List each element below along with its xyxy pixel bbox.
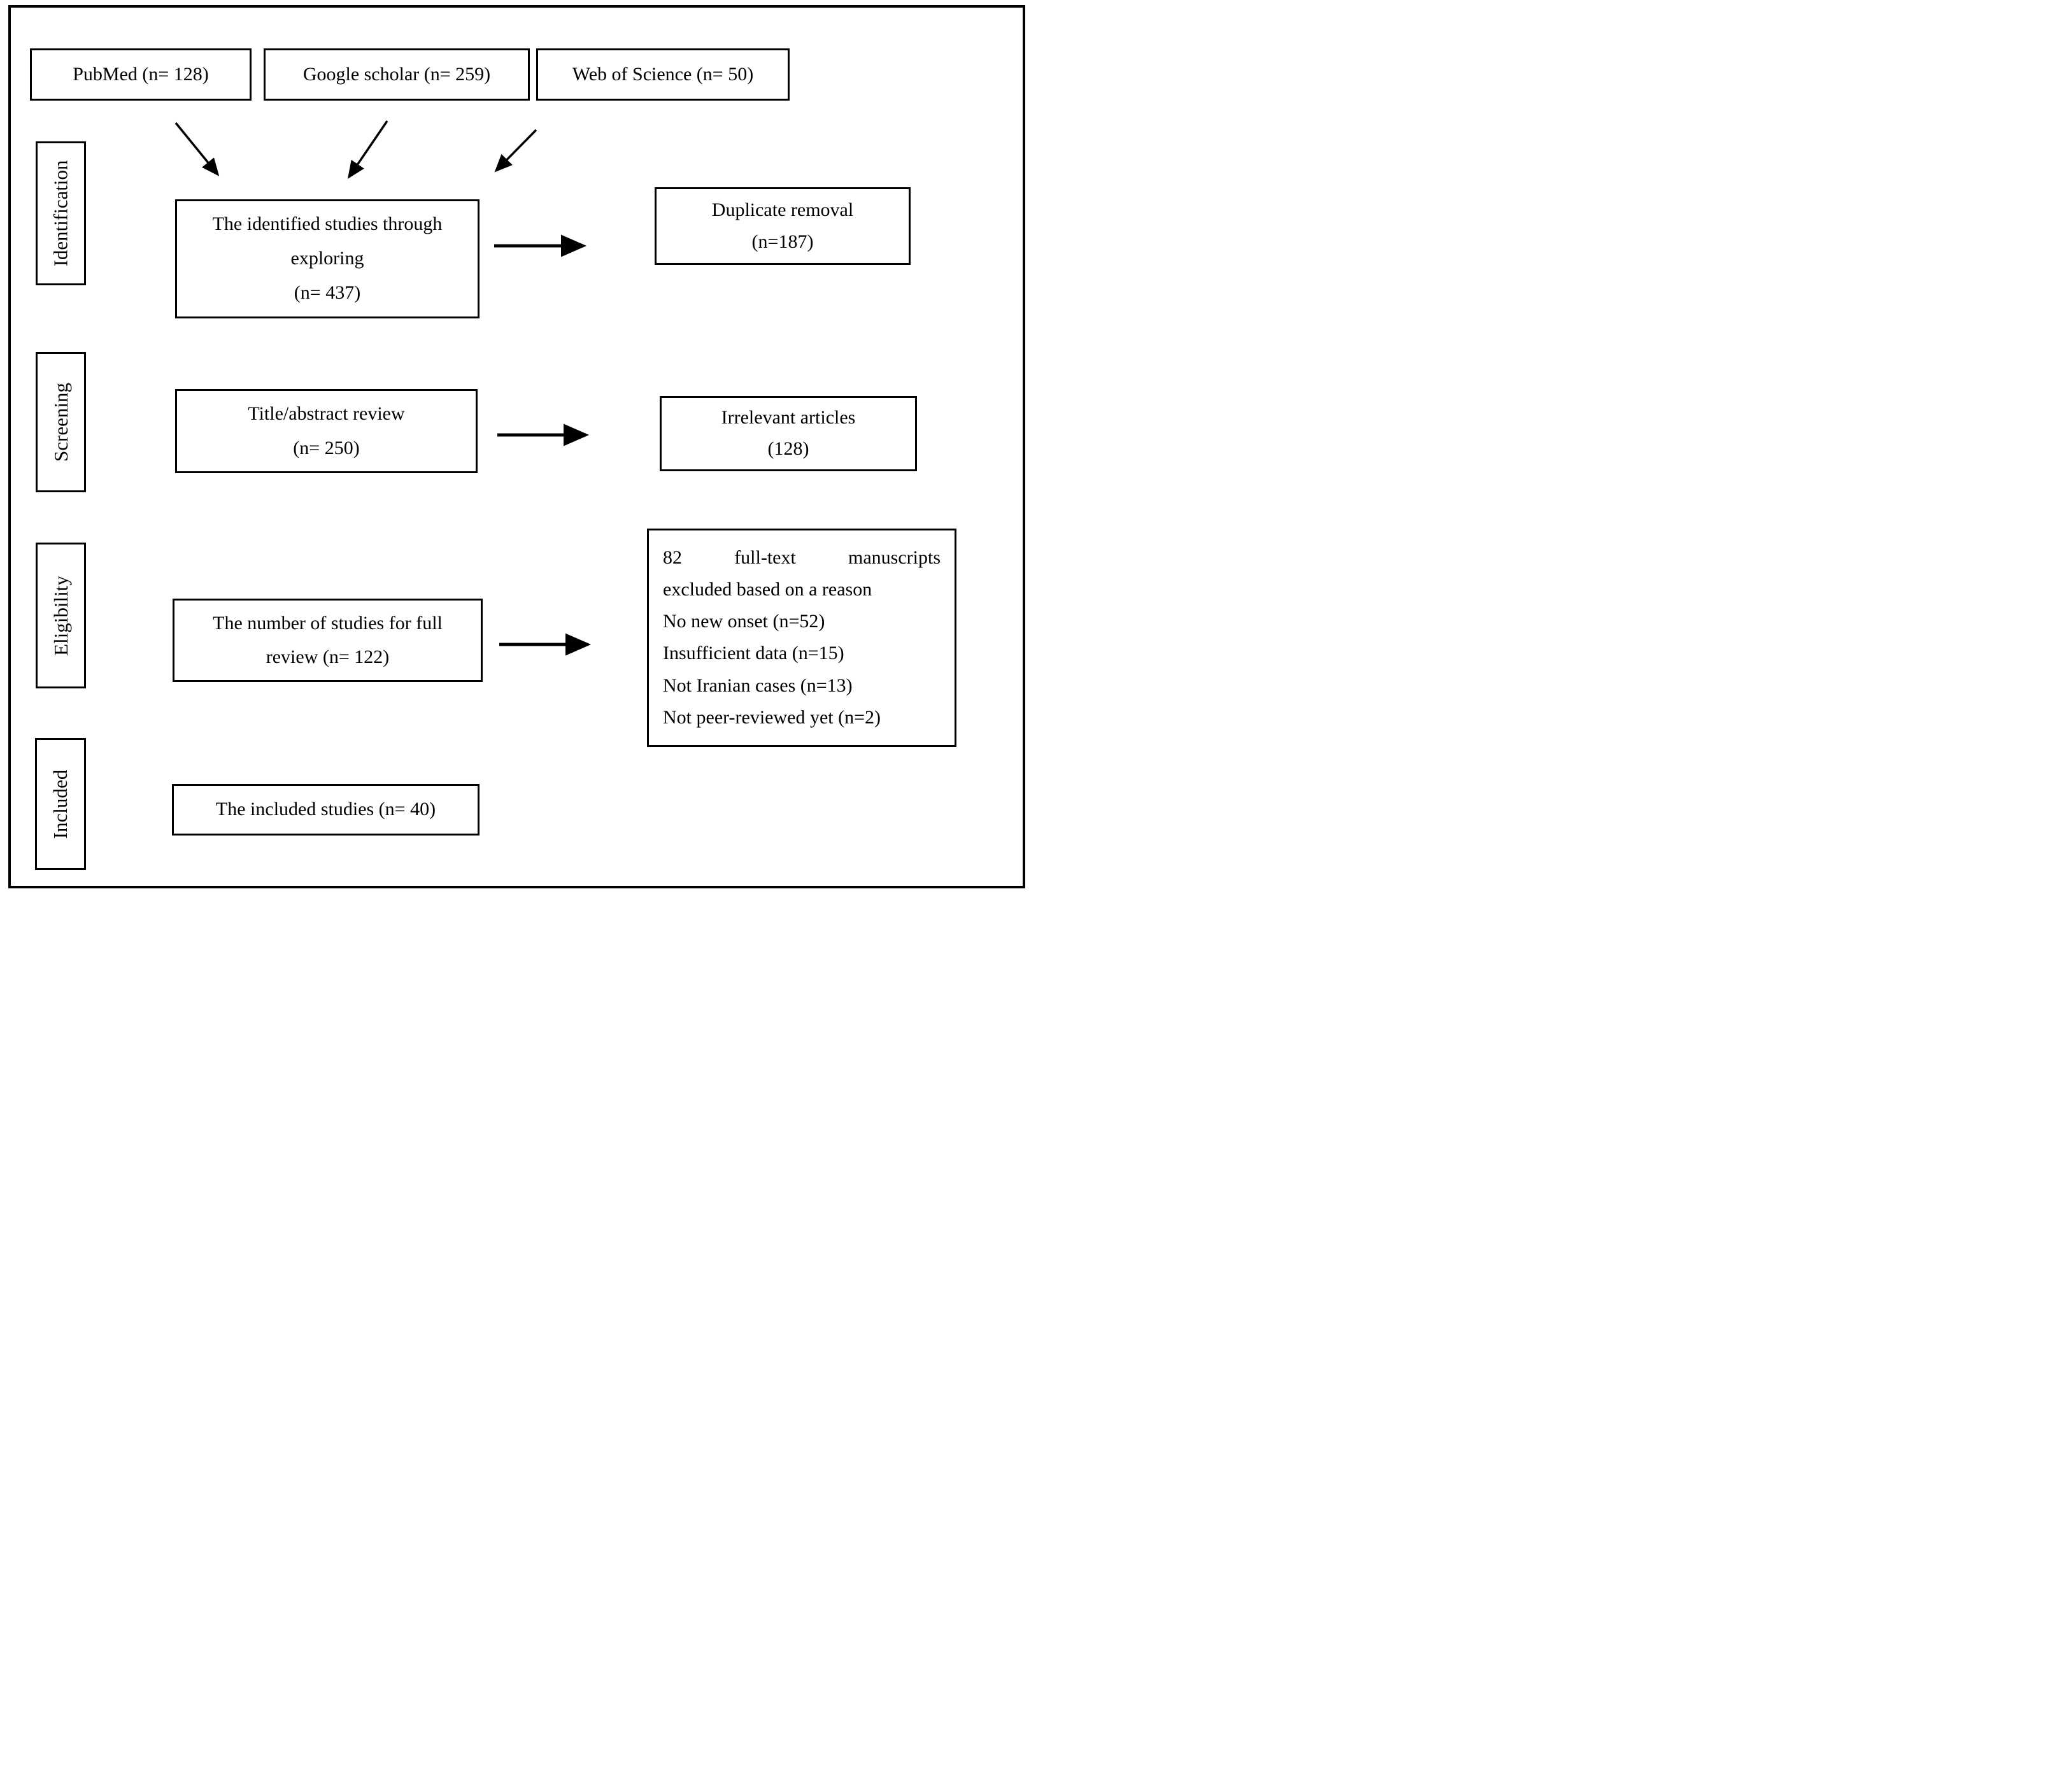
identified-studies-line2: exploring: [290, 248, 364, 269]
exclusion-line3: No new onset (n=52): [663, 611, 825, 632]
fulltext-exclusion-box: 82 full-text manuscripts excluded based …: [647, 529, 956, 747]
exclusion-line1-word1: 82: [663, 546, 682, 568]
exclusion-line6: Not peer-reviewed yet (n=2): [663, 706, 881, 728]
full-review-line1: The number of studies for full: [213, 612, 443, 634]
prisma-flow-diagram: PubMed (n= 128) Google scholar (n= 259) …: [0, 0, 1034, 896]
full-review-line2: review (n= 122): [266, 646, 390, 667]
source-web-of-science-label: Web of Science (n= 50): [572, 63, 754, 85]
stage-label-identification: Identification: [49, 160, 72, 267]
exclusion-line1-word2: full-text: [734, 546, 796, 568]
stage-label-included: Included: [49, 769, 71, 839]
source-box-google-scholar: Google scholar (n= 259): [264, 48, 530, 101]
exclusion-line1-word3: manuscripts: [848, 546, 941, 568]
stage-label-screening: Screening: [49, 383, 72, 462]
irrelevant-articles-line2: (128): [767, 438, 809, 460]
diagram-outer-border: [8, 5, 1025, 888]
source-box-pubmed: PubMed (n= 128): [30, 48, 252, 101]
stage-label-eligibility: Eligibility: [49, 575, 72, 656]
exclusion-line1: 82 full-text manuscripts: [663, 547, 941, 569]
irrelevant-articles-line1: Irrelevant articles: [721, 407, 856, 429]
exclusion-line2: excluded based on a reason: [663, 578, 872, 600]
title-abstract-line2: (n= 250): [293, 437, 360, 459]
source-pubmed-label: PubMed (n= 128): [73, 63, 209, 85]
irrelevant-articles-box: Irrelevant articles (128): [660, 396, 917, 471]
included-studies-box: The included studies (n= 40): [172, 784, 479, 836]
duplicate-removal-line2: (n=187): [751, 231, 814, 252]
identified-studies-box: The identified studies through exploring…: [175, 199, 479, 318]
title-abstract-line1: Title/abstract review: [248, 403, 405, 424]
included-studies-line1: The included studies (n= 40): [215, 799, 436, 820]
stage-box-included: Included: [35, 738, 86, 870]
stage-box-screening: Screening: [36, 352, 86, 492]
stage-box-eligibility: Eligibility: [36, 543, 86, 688]
source-google-scholar-label: Google scholar (n= 259): [302, 63, 491, 85]
exclusion-line4: Insufficient data (n=15): [663, 643, 844, 664]
full-review-box: The number of studies for full review (n…: [173, 599, 483, 682]
source-box-web-of-science: Web of Science (n= 50): [536, 48, 790, 101]
stage-box-identification: Identification: [36, 141, 86, 285]
duplicate-removal-box: Duplicate removal (n=187): [655, 187, 911, 265]
exclusion-line5: Not Iranian cases (n=13): [663, 674, 853, 696]
title-abstract-review-box: Title/abstract review (n= 250): [175, 389, 478, 473]
identified-studies-line1: The identified studies through: [212, 213, 443, 235]
duplicate-removal-line1: Duplicate removal: [711, 199, 854, 220]
identified-studies-line3: (n= 437): [294, 282, 361, 304]
